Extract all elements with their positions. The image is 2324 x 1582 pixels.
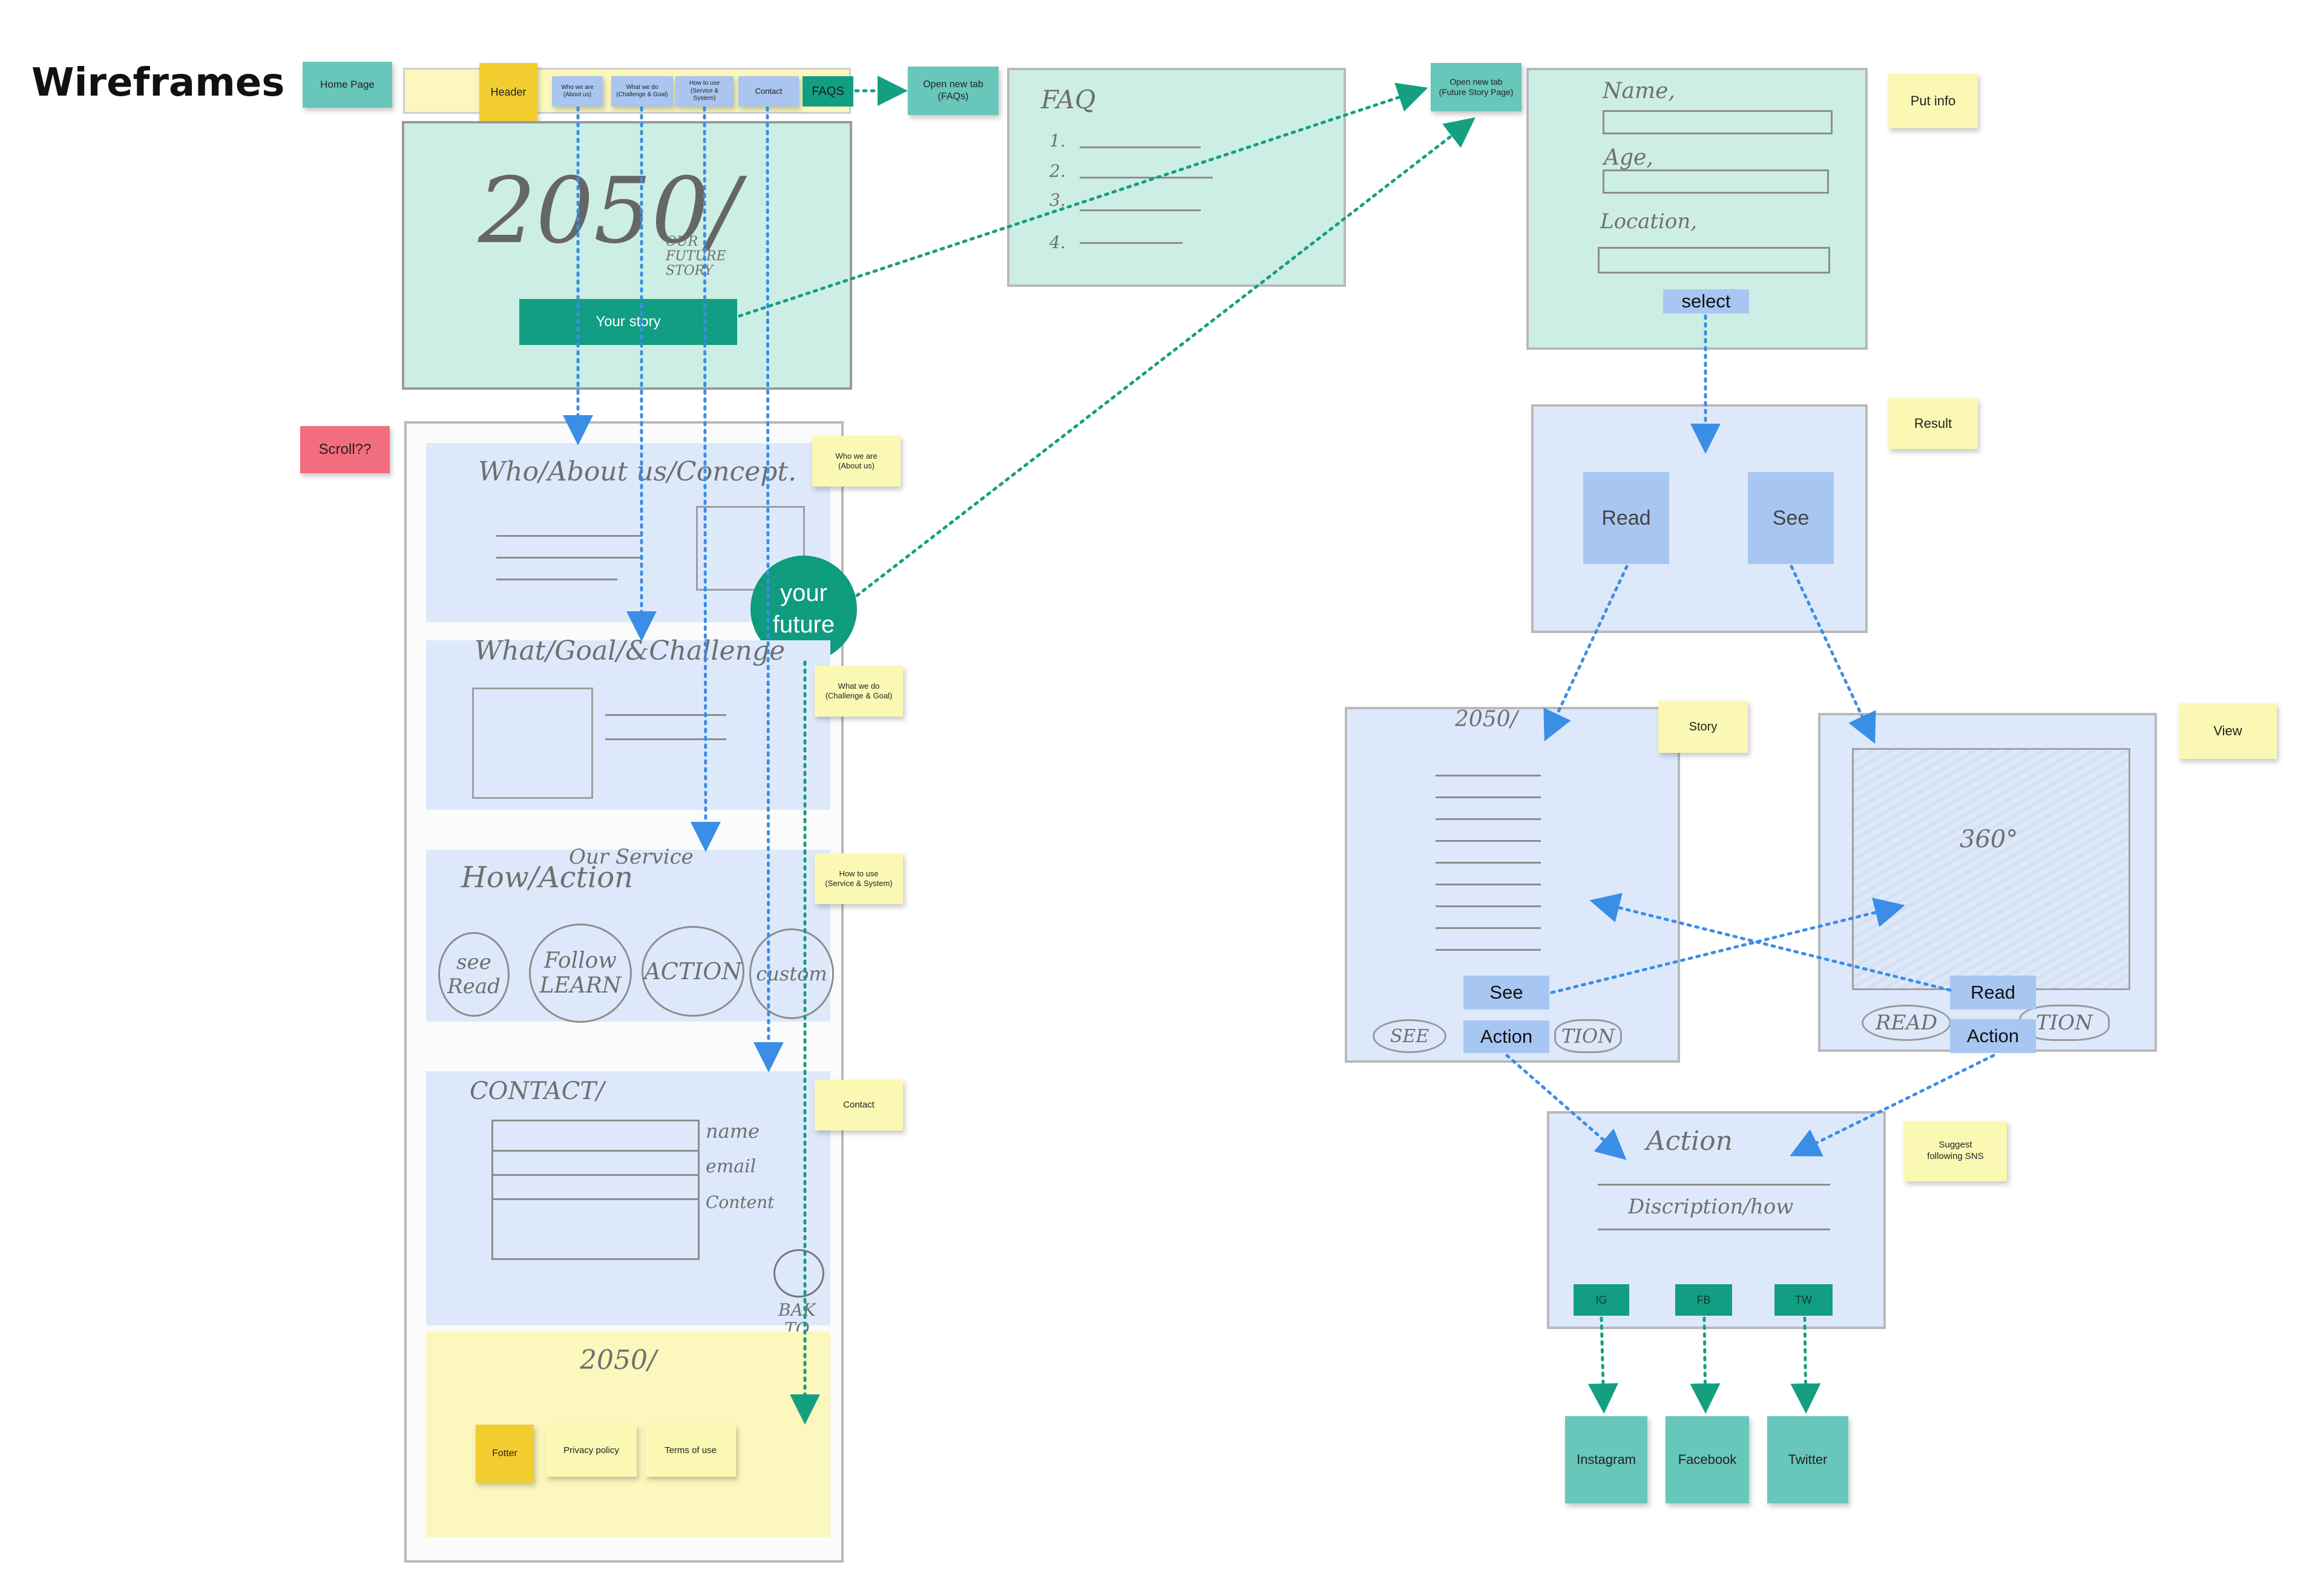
- faq-item-4: 4.: [1049, 232, 1066, 252]
- contact-field-email: email: [706, 1156, 757, 1177]
- connector-view-action: [1790, 1054, 1995, 1157]
- how-heading: How/Action: [461, 861, 634, 894]
- about-heading: Who/About us/Concept.: [478, 456, 797, 487]
- story-see-button[interactable]: See: [1463, 976, 1549, 1009]
- connector-tw: [1790, 1316, 1821, 1414]
- hero-title: 2050/: [478, 159, 740, 264]
- story-note: Story: [1658, 701, 1748, 753]
- view-read-button[interactable]: Read: [1950, 976, 2036, 1009]
- field-location-input[interactable]: [1598, 247, 1830, 274]
- select-button[interactable]: select: [1663, 289, 1749, 313]
- connector-story-action: [1505, 1054, 1627, 1160]
- open-faq-tab-note: Open new tab (FAQs): [908, 67, 999, 115]
- facebook-destination[interactable]: Facebook: [1666, 1416, 1749, 1503]
- header-note: Header: [479, 63, 537, 121]
- connector-ig: [1587, 1316, 1618, 1414]
- nav-faqs[interactable]: FAQS: [803, 76, 853, 107]
- connector-nav-how: [690, 106, 721, 852]
- action-fb-button[interactable]: FB: [1675, 1284, 1732, 1316]
- contact-form-sketch: [491, 1120, 700, 1260]
- footer-brand: 2050/: [580, 1345, 657, 1376]
- action-heading: Action: [1646, 1126, 1733, 1157]
- scroll-note: Scroll??: [300, 426, 390, 473]
- how-note: How to use (Service & System): [815, 853, 903, 904]
- nav-how-to-use[interactable]: How to use (Service & System): [675, 76, 734, 107]
- how-circle-follow-learn: Follow LEARN: [529, 924, 632, 1023]
- view-360-label: 360°: [1960, 825, 2018, 853]
- field-age-input[interactable]: [1603, 169, 1829, 194]
- faq-item-3: 3.: [1049, 190, 1066, 210]
- what-note: What we do (Challenge & Goal): [815, 666, 903, 717]
- field-name-input[interactable]: [1603, 110, 1833, 134]
- contact-field-content: Content: [706, 1192, 775, 1212]
- connector-story-see-view: [1550, 898, 1905, 994]
- action-note: Suggest following SNS: [1904, 1121, 2007, 1181]
- faq-item-1: 1.: [1049, 131, 1066, 151]
- field-age-label: Age,: [1604, 145, 1653, 170]
- put-info-note: Put info: [1888, 74, 1978, 128]
- back-to-top-icon[interactable]: [773, 1249, 824, 1298]
- action-description: Discription/how: [1628, 1195, 1794, 1219]
- how-circle-see-read: see Read: [438, 932, 510, 1017]
- result-read-button[interactable]: Read: [1583, 472, 1669, 564]
- home-page-note: Home Page: [303, 62, 392, 108]
- connector-your-story: [738, 82, 1428, 318]
- contact-heading: CONTACT/: [470, 1077, 605, 1105]
- field-name-label: Name,: [1603, 79, 1675, 103]
- privacy-note: Privacy policy: [546, 1425, 637, 1477]
- action-tw-button[interactable]: TW: [1774, 1284, 1833, 1316]
- field-location-label: Location,: [1600, 209, 1698, 234]
- nav-contact[interactable]: Contact: [738, 76, 799, 107]
- your-story-button[interactable]: Your story: [519, 299, 737, 345]
- about-note: Who we are (About us): [812, 436, 901, 487]
- open-future-story-note: Open new tab (Future Story Page): [1431, 63, 1521, 111]
- connector-read-story: [1543, 565, 1629, 742]
- story-brand: 2050/: [1455, 707, 1518, 732]
- connector-see-view: [1790, 565, 1876, 744]
- faq-heading: FAQ: [1041, 85, 1096, 114]
- contact-note: Contact: [815, 1080, 903, 1131]
- how-subheading: Our Service: [569, 845, 694, 869]
- twitter-destination[interactable]: Twitter: [1767, 1416, 1848, 1503]
- connector-your-future: [855, 117, 1475, 597]
- hero-section: [402, 121, 852, 390]
- result-see-button[interactable]: See: [1748, 472, 1834, 564]
- terms-note: Terms of use: [645, 1425, 736, 1477]
- action-ig-button[interactable]: IG: [1574, 1284, 1629, 1316]
- connector-view-read-story: [1589, 893, 1952, 992]
- faq-item-2: 2.: [1049, 161, 1066, 181]
- view-action-button[interactable]: Action: [1950, 1019, 2036, 1053]
- what-section: [426, 640, 830, 810]
- contact-field-name: name: [706, 1120, 760, 1143]
- connector-nav-contact: [753, 106, 784, 1072]
- how-circle-action: ACTION: [642, 926, 744, 1017]
- view-note: View: [2179, 703, 2277, 759]
- result-note: Result: [1888, 398, 1978, 449]
- hero-subtitle: OUR FUTURE STORY: [666, 234, 726, 279]
- connector-fb: [1690, 1316, 1721, 1414]
- footer-note: Fotter: [476, 1425, 534, 1483]
- page-title: Wireframes: [31, 61, 285, 105]
- story-sketch-left: SEE: [1373, 1019, 1446, 1053]
- nav-who-we-are[interactable]: Who we are (About us): [552, 76, 603, 107]
- story-sketch-right: TION: [1554, 1019, 1622, 1053]
- nav-what-we-do[interactable]: What we do (Challenge & Goal): [611, 76, 673, 107]
- instagram-destination[interactable]: Instagram: [1565, 1416, 1647, 1503]
- story-action-button[interactable]: Action: [1463, 1020, 1549, 1053]
